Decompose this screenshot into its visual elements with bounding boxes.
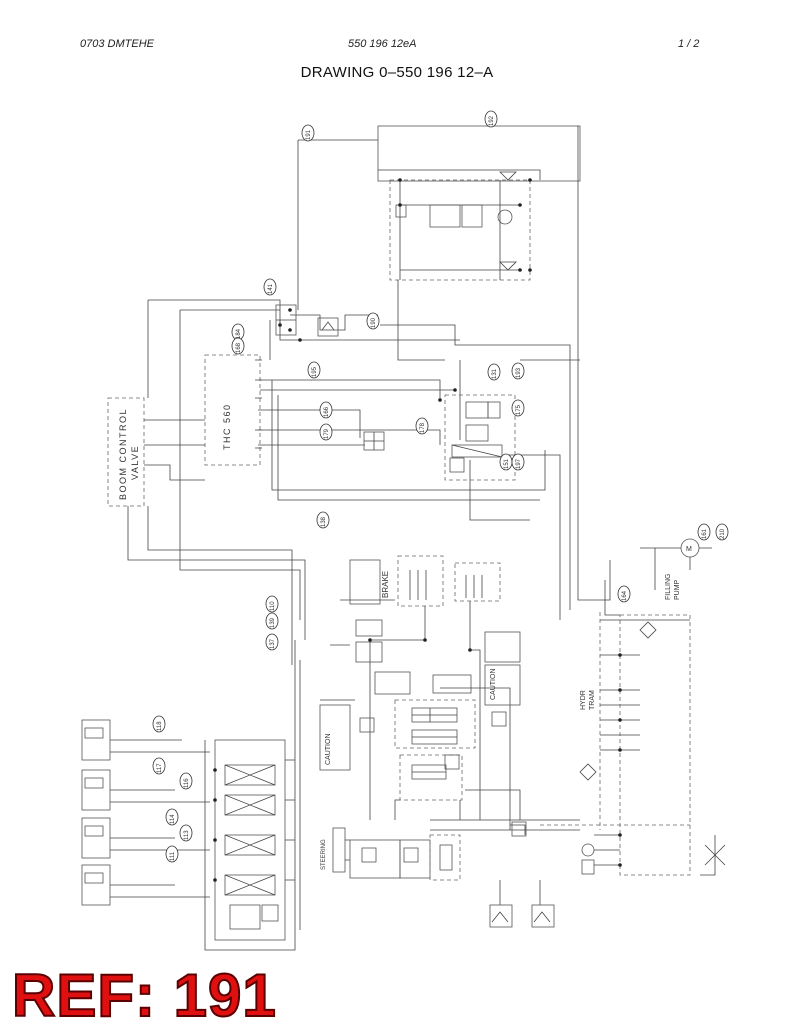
svg-text:117: 117 bbox=[157, 763, 163, 773]
balloon-179: 179 bbox=[319, 423, 333, 441]
balloon-190: 190 bbox=[366, 312, 380, 330]
steering-label: STEERING bbox=[321, 839, 327, 870]
brake-label: BRAKE bbox=[381, 571, 390, 598]
svg-text:118: 118 bbox=[157, 721, 163, 731]
header-drawing-number: 550 196 12eA bbox=[348, 38, 417, 50]
balloon-191: 191 bbox=[301, 124, 315, 142]
balloon-138: 138 bbox=[316, 511, 330, 529]
svg-text:184: 184 bbox=[236, 328, 242, 339]
svg-text:178: 178 bbox=[420, 422, 426, 433]
balloon-137: 137 bbox=[265, 633, 279, 651]
boom-control-label-2: VALVE bbox=[130, 445, 140, 480]
balloon-178: 178 bbox=[415, 417, 429, 435]
balloon-111: 111 bbox=[165, 845, 179, 863]
balloon-210: 210 bbox=[715, 523, 729, 541]
balloon-113: 113 bbox=[179, 824, 193, 842]
svg-text:116: 116 bbox=[184, 778, 190, 788]
hydr-tram-label-1: HYDR bbox=[580, 690, 587, 710]
svg-text:192: 192 bbox=[489, 115, 495, 126]
boom-control-valve bbox=[107, 300, 306, 665]
motor-symbol-label: M bbox=[686, 546, 692, 553]
svg-text:139: 139 bbox=[270, 617, 276, 628]
svg-text:191: 191 bbox=[306, 129, 312, 140]
svg-text:193: 193 bbox=[516, 367, 522, 378]
svg-text:197: 197 bbox=[516, 458, 522, 469]
svg-text:138: 138 bbox=[321, 516, 327, 527]
caution-label-1: CAUTION bbox=[325, 734, 332, 766]
svg-text:113: 113 bbox=[184, 830, 190, 840]
svg-text:166: 166 bbox=[324, 406, 330, 417]
balloon-118: 118 bbox=[152, 715, 166, 733]
filling-pump-label-1: FILLING bbox=[665, 574, 672, 600]
svg-text:161: 161 bbox=[702, 528, 708, 539]
svg-text:111: 111 bbox=[170, 851, 176, 861]
boom-control-label-1: BOOM CONTROL bbox=[118, 408, 128, 500]
svg-text:110: 110 bbox=[270, 601, 276, 611]
balloon-117: 117 bbox=[152, 757, 166, 775]
tank-module bbox=[377, 125, 581, 281]
ref-stamp: REF: 191 bbox=[11, 962, 277, 1029]
svg-text:164: 164 bbox=[622, 590, 628, 601]
svg-text:114: 114 bbox=[170, 814, 176, 824]
svg-text:141: 141 bbox=[268, 283, 274, 294]
header-left-code: 0703 DMTEHE bbox=[80, 38, 154, 50]
balloon-192: 192 bbox=[484, 110, 498, 128]
svg-text:151: 151 bbox=[504, 458, 510, 469]
middle-valve-cluster bbox=[363, 388, 516, 481]
balloon-168: 168 bbox=[231, 337, 245, 355]
steering-section bbox=[332, 789, 580, 928]
header-page-number: 1 / 2 bbox=[678, 38, 700, 50]
hydr-tram-label-2: TRAM bbox=[589, 690, 596, 710]
filling-pump-section bbox=[540, 538, 726, 876]
lower-left-valve-bank bbox=[81, 640, 301, 951]
thc-560-block bbox=[204, 354, 262, 466]
balloon-141: 141 bbox=[263, 278, 277, 296]
balloon-197: 197 bbox=[511, 453, 525, 471]
drawing-title: DRAWING 0–550 196 12–A bbox=[300, 64, 494, 81]
balloon-193: 193 bbox=[511, 362, 525, 380]
balloon-161: 161 bbox=[697, 523, 711, 541]
svg-text:179: 179 bbox=[324, 428, 330, 439]
balloon-195: 195 bbox=[307, 361, 321, 379]
svg-text:131: 131 bbox=[492, 368, 498, 379]
caution-label-2: CAUTION bbox=[490, 669, 497, 701]
balloon-131: 131 bbox=[487, 363, 501, 381]
balloon-114: 114 bbox=[165, 808, 179, 826]
balloon-175: 175 bbox=[511, 399, 525, 417]
balloon-166: 166 bbox=[319, 401, 333, 419]
filling-pump-label-2: PUMP bbox=[674, 579, 681, 600]
brake-section bbox=[319, 555, 521, 830]
svg-text:210: 210 bbox=[720, 528, 726, 539]
svg-text:175: 175 bbox=[516, 404, 522, 415]
upper-pipes bbox=[148, 126, 600, 620]
reference-balloons: 191 192 141 184 190 168 195 131 193 166 … bbox=[152, 110, 729, 863]
svg-text:168: 168 bbox=[236, 342, 242, 353]
shuttle-valve-block bbox=[275, 304, 339, 342]
svg-text:190: 190 bbox=[371, 317, 377, 328]
balloon-110: 110 bbox=[265, 595, 279, 613]
balloon-151: 151 bbox=[499, 453, 513, 471]
balloon-164: 164 bbox=[617, 585, 631, 603]
thc-560-label: THC 560 bbox=[222, 403, 232, 450]
svg-text:195: 195 bbox=[312, 366, 318, 377]
balloon-116: 116 bbox=[179, 772, 193, 790]
svg-text:137: 137 bbox=[270, 638, 276, 649]
balloon-139: 139 bbox=[265, 612, 279, 630]
